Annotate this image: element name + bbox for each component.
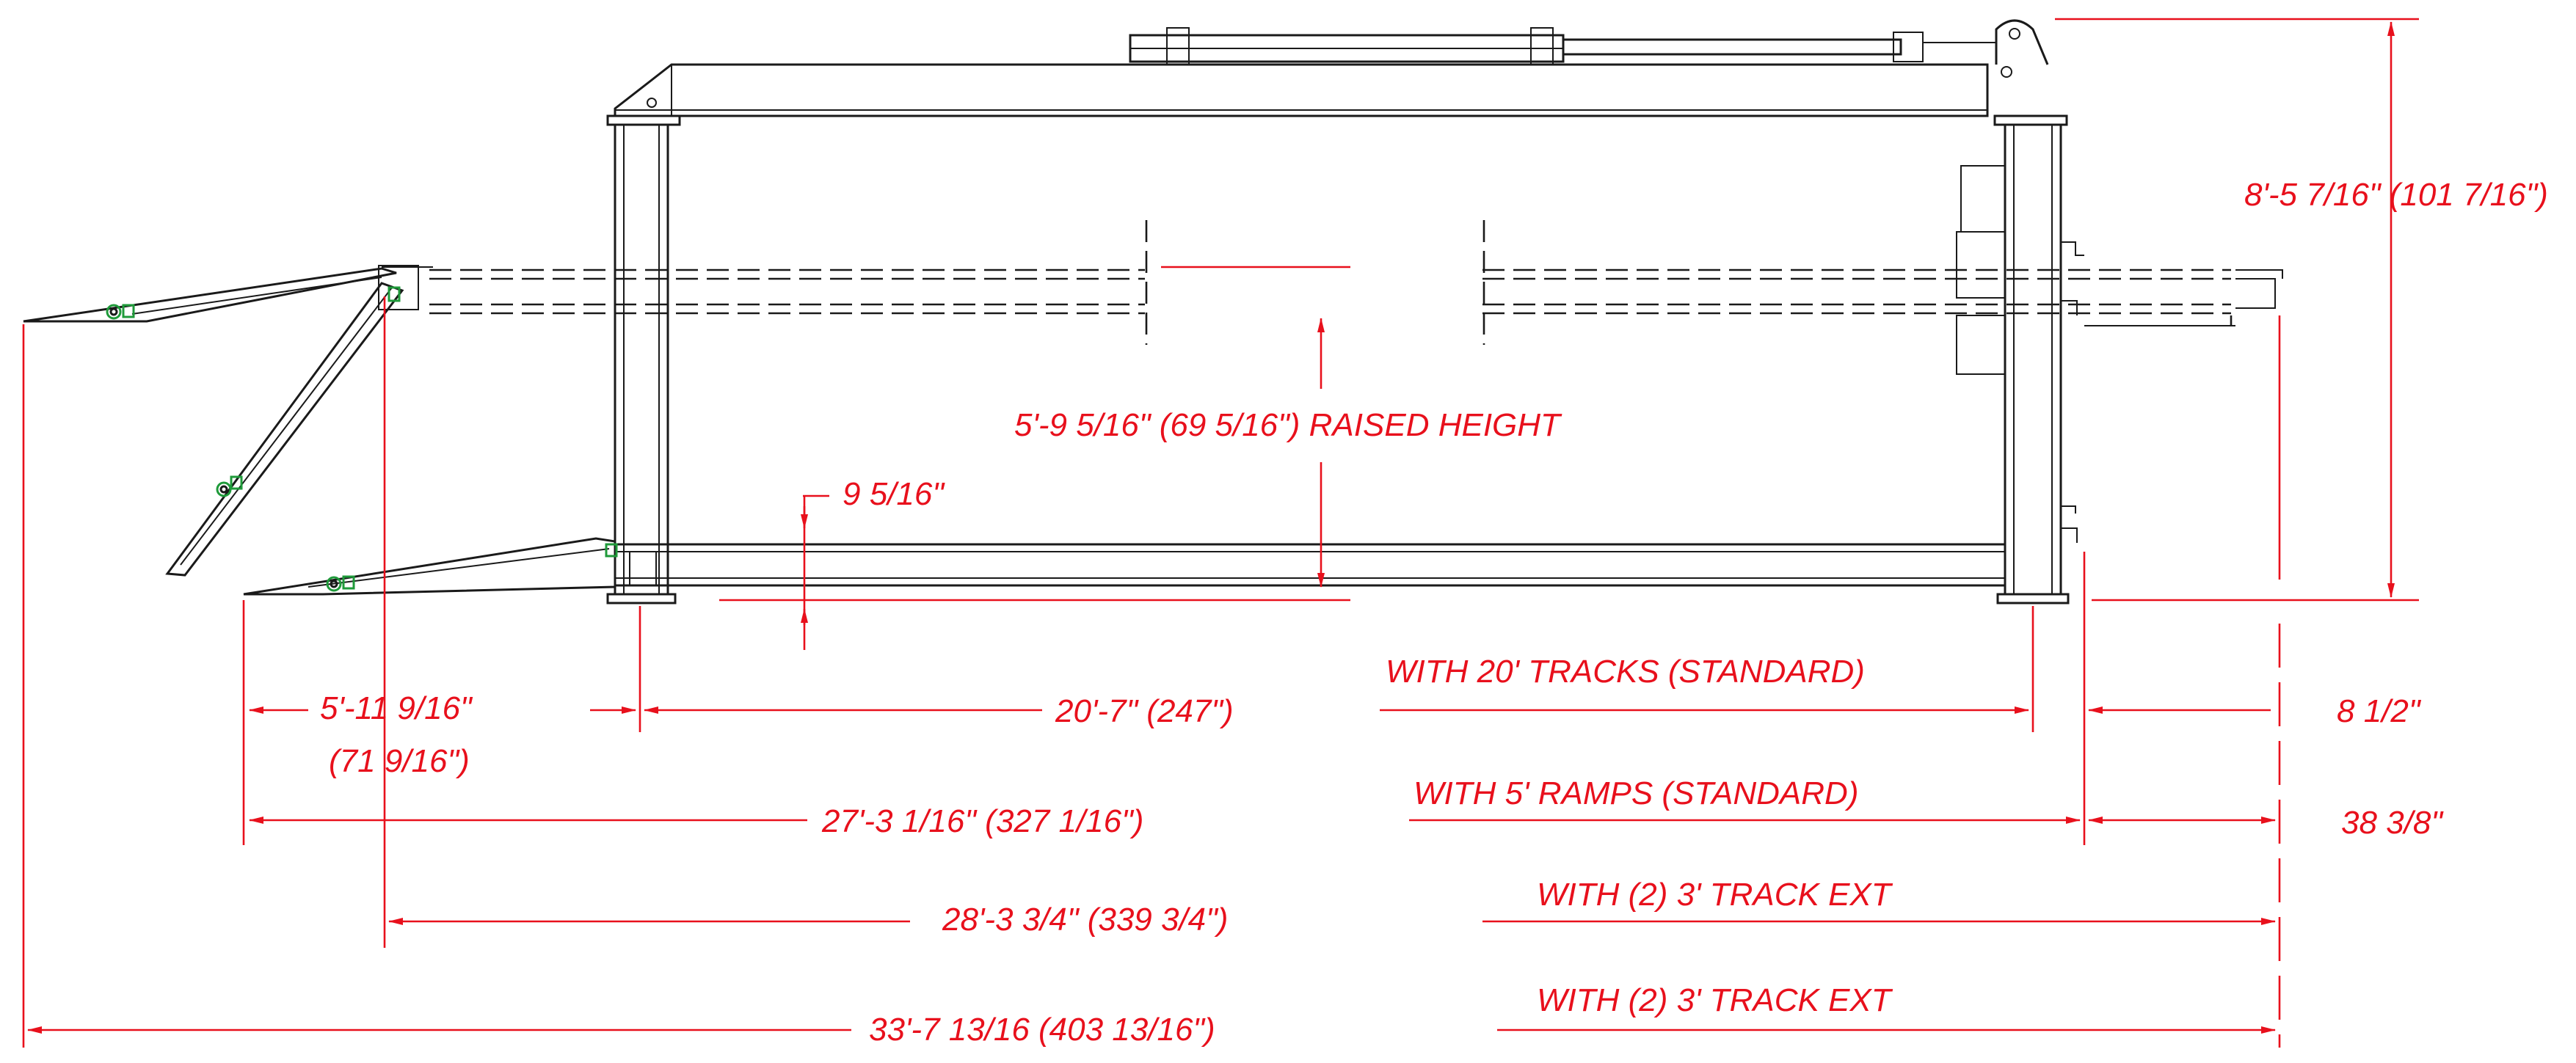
ramp-projection-inches-label: (71 9/16")	[329, 743, 470, 779]
with-track-ext-label-1: WITH (2) 3' TRACK EXT	[1537, 877, 1893, 913]
lowered-ramp	[243, 537, 616, 596]
dimension-labels: 8'-5 7/16" (101 7/16") 5'-9 5/16" (69 5/…	[320, 177, 2548, 1048]
with-5-ramps-label: WITH 5' RAMPS (STANDARD)	[1413, 775, 1858, 811]
with-20-tracks-label: WITH 20' TRACKS (STANDARD)	[1386, 654, 1865, 690]
frame-height-label: 9 5/16"	[843, 476, 945, 512]
deck-frame	[614, 543, 2006, 587]
hinge-pins	[106, 286, 618, 592]
trailer-structure	[23, 19, 2283, 604]
dimension-lines	[22, 18, 2419, 1048]
track-extension-projection-label: 38 3/8"	[2341, 805, 2444, 841]
overall-length-label: 33'-7 13/16 (403 13/16")	[869, 1012, 1215, 1048]
front-post	[606, 123, 677, 604]
frame-length-label: 20'-7" (247")	[1055, 693, 1234, 729]
length-with-ext-label: 28'-3 3/4" (339 3/4")	[942, 902, 1228, 938]
overall-height-label: 8'-5 7/16" (101 7/16")	[2244, 177, 2548, 213]
with-track-ext-label-2: WITH (2) 3' TRACK EXT	[1537, 982, 1893, 1018]
raised-height-label: 5'-9 5/16" (69 5/16") RAISED HEIGHT	[1014, 407, 1562, 443]
raised-ramp	[23, 265, 433, 577]
rear-post	[1956, 123, 2084, 604]
rear-offset-label: 8 1/2"	[2337, 693, 2422, 729]
top-beam	[606, 63, 2068, 126]
length-with-ramps-label: 27'-3 1/16" (327 1/16")	[821, 803, 1143, 839]
hydraulic-cylinder	[1129, 19, 2049, 65]
ramp-projection-label: 5'-11 9/16"	[320, 690, 473, 726]
raised-deck-dashed	[429, 220, 2283, 345]
